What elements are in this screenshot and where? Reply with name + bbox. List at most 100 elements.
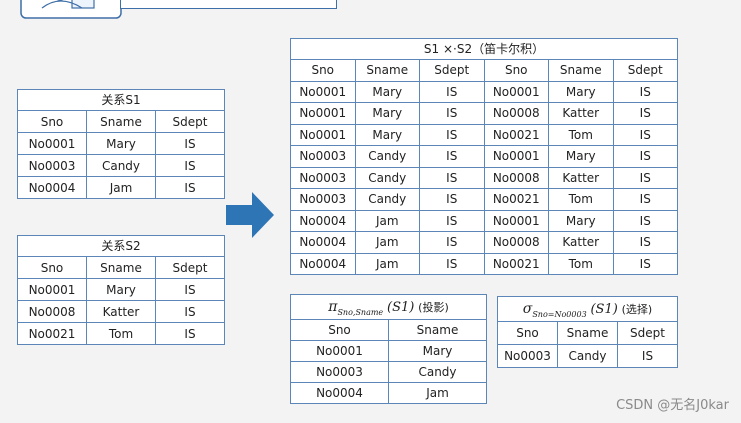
header-row: Sno Sname Sdept Sno Sname Sdept <box>290 59 678 82</box>
table-cell: No0004 <box>17 176 87 199</box>
relation-s1-title: 关系S1 <box>17 89 225 110</box>
table-cell: IS <box>612 123 678 146</box>
table-cell: Tom <box>548 123 614 146</box>
table-cell: Jam <box>388 382 487 404</box>
table-cell: No0021 <box>483 188 549 211</box>
column-header: Sname <box>86 110 156 133</box>
column-header: Sname <box>557 321 618 345</box>
table-cell: Jam <box>354 252 420 275</box>
table-cell: IS <box>612 252 678 275</box>
pi-symbol: π <box>328 299 338 315</box>
projection-title: πSno,Sname (S1) (投影) <box>290 294 487 319</box>
table-cell: Jam <box>354 209 420 232</box>
column-header: Sdept <box>617 321 678 345</box>
table-cell: No0001 <box>290 123 356 146</box>
table-cell: Mary <box>548 80 614 103</box>
projection-argument: (S1) <box>387 300 415 315</box>
table-cell: IS <box>419 80 485 103</box>
table-cell: No0001 <box>483 80 549 103</box>
table-cell: Jam <box>86 176 156 199</box>
table-cell: No0004 <box>290 231 356 254</box>
table-cell: IS <box>612 188 678 211</box>
table-cell: Katter <box>548 166 614 189</box>
table-cell: IS <box>419 102 485 125</box>
column-header: Sno <box>290 319 389 341</box>
table-cell: No0004 <box>290 382 389 404</box>
table-cell: No0008 <box>17 300 87 323</box>
table-cell: Candy <box>388 361 487 383</box>
table-cell: No0003 <box>290 188 356 211</box>
column-header: Sname <box>354 59 420 82</box>
table-cell: No0003 <box>497 344 558 368</box>
column-header: Sdept <box>612 59 678 82</box>
table-cell: IS <box>612 80 678 103</box>
sigma-symbol: σ <box>522 301 533 317</box>
table-cell: No0001 <box>483 145 549 168</box>
table-cell: No0001 <box>290 102 356 125</box>
table-cell: IS <box>612 145 678 168</box>
table-cell: IS <box>419 145 485 168</box>
table-cell: No0008 <box>483 231 549 254</box>
selection-label: (选择) <box>621 303 653 316</box>
table-cell: No0003 <box>290 145 356 168</box>
projection-subscript: Sno,Sname <box>337 308 384 317</box>
table-cell: No0001 <box>17 132 87 155</box>
table-cell: Candy <box>86 154 156 177</box>
table-cell: Katter <box>548 231 614 254</box>
table-cell: Mary <box>354 123 420 146</box>
table-cell: No0021 <box>17 322 87 345</box>
table-cell: Mary <box>548 145 614 168</box>
table-cell: Mary <box>86 278 156 301</box>
table-cell: Tom <box>86 322 156 345</box>
table-cell: No0001 <box>290 80 356 103</box>
header-row: Sno Sname Sdept <box>17 110 225 133</box>
watermark: CSDN @无名J0kar <box>616 398 729 413</box>
table-cell: IS <box>617 344 678 368</box>
table-cell: Mary <box>354 80 420 103</box>
table-cell: IS <box>155 278 225 301</box>
table-cell: IS <box>419 123 485 146</box>
cartesian-product-title: S1 ×·S2（笛卡尔积） <box>290 38 678 59</box>
table-cell: IS <box>419 166 485 189</box>
table-cell: IS <box>155 300 225 323</box>
table-cell: No0004 <box>290 209 356 232</box>
illustration-icon <box>20 0 122 20</box>
selection-subscript: Sno=No0003 <box>532 310 587 319</box>
table-cell: No0003 <box>290 166 356 189</box>
column-header: Sname <box>548 59 614 82</box>
table-cell: Tom <box>548 252 614 275</box>
table-cell: IS <box>612 209 678 232</box>
table-cell: No0008 <box>483 102 549 125</box>
table-cell: Candy <box>354 188 420 211</box>
table-cell: IS <box>155 322 225 345</box>
column-header: Sno <box>290 59 356 82</box>
table-cell: Tom <box>548 188 614 211</box>
column-header: Sname <box>388 319 487 341</box>
table-cell: Mary <box>548 209 614 232</box>
table-cell: IS <box>419 209 485 232</box>
table-cell: Mary <box>86 132 156 155</box>
table-cell: IS <box>612 102 678 125</box>
table-cell: No0003 <box>290 361 389 383</box>
column-header: Sno <box>17 110 87 133</box>
table-cell: Mary <box>354 102 420 125</box>
table-cell: Mary <box>388 340 487 362</box>
right-arrow-icon <box>226 192 274 238</box>
table-cell: Candy <box>354 166 420 189</box>
selection-table: σSno=No0003 (S1) (选择) Sno Sname Sdept No… <box>497 296 678 368</box>
